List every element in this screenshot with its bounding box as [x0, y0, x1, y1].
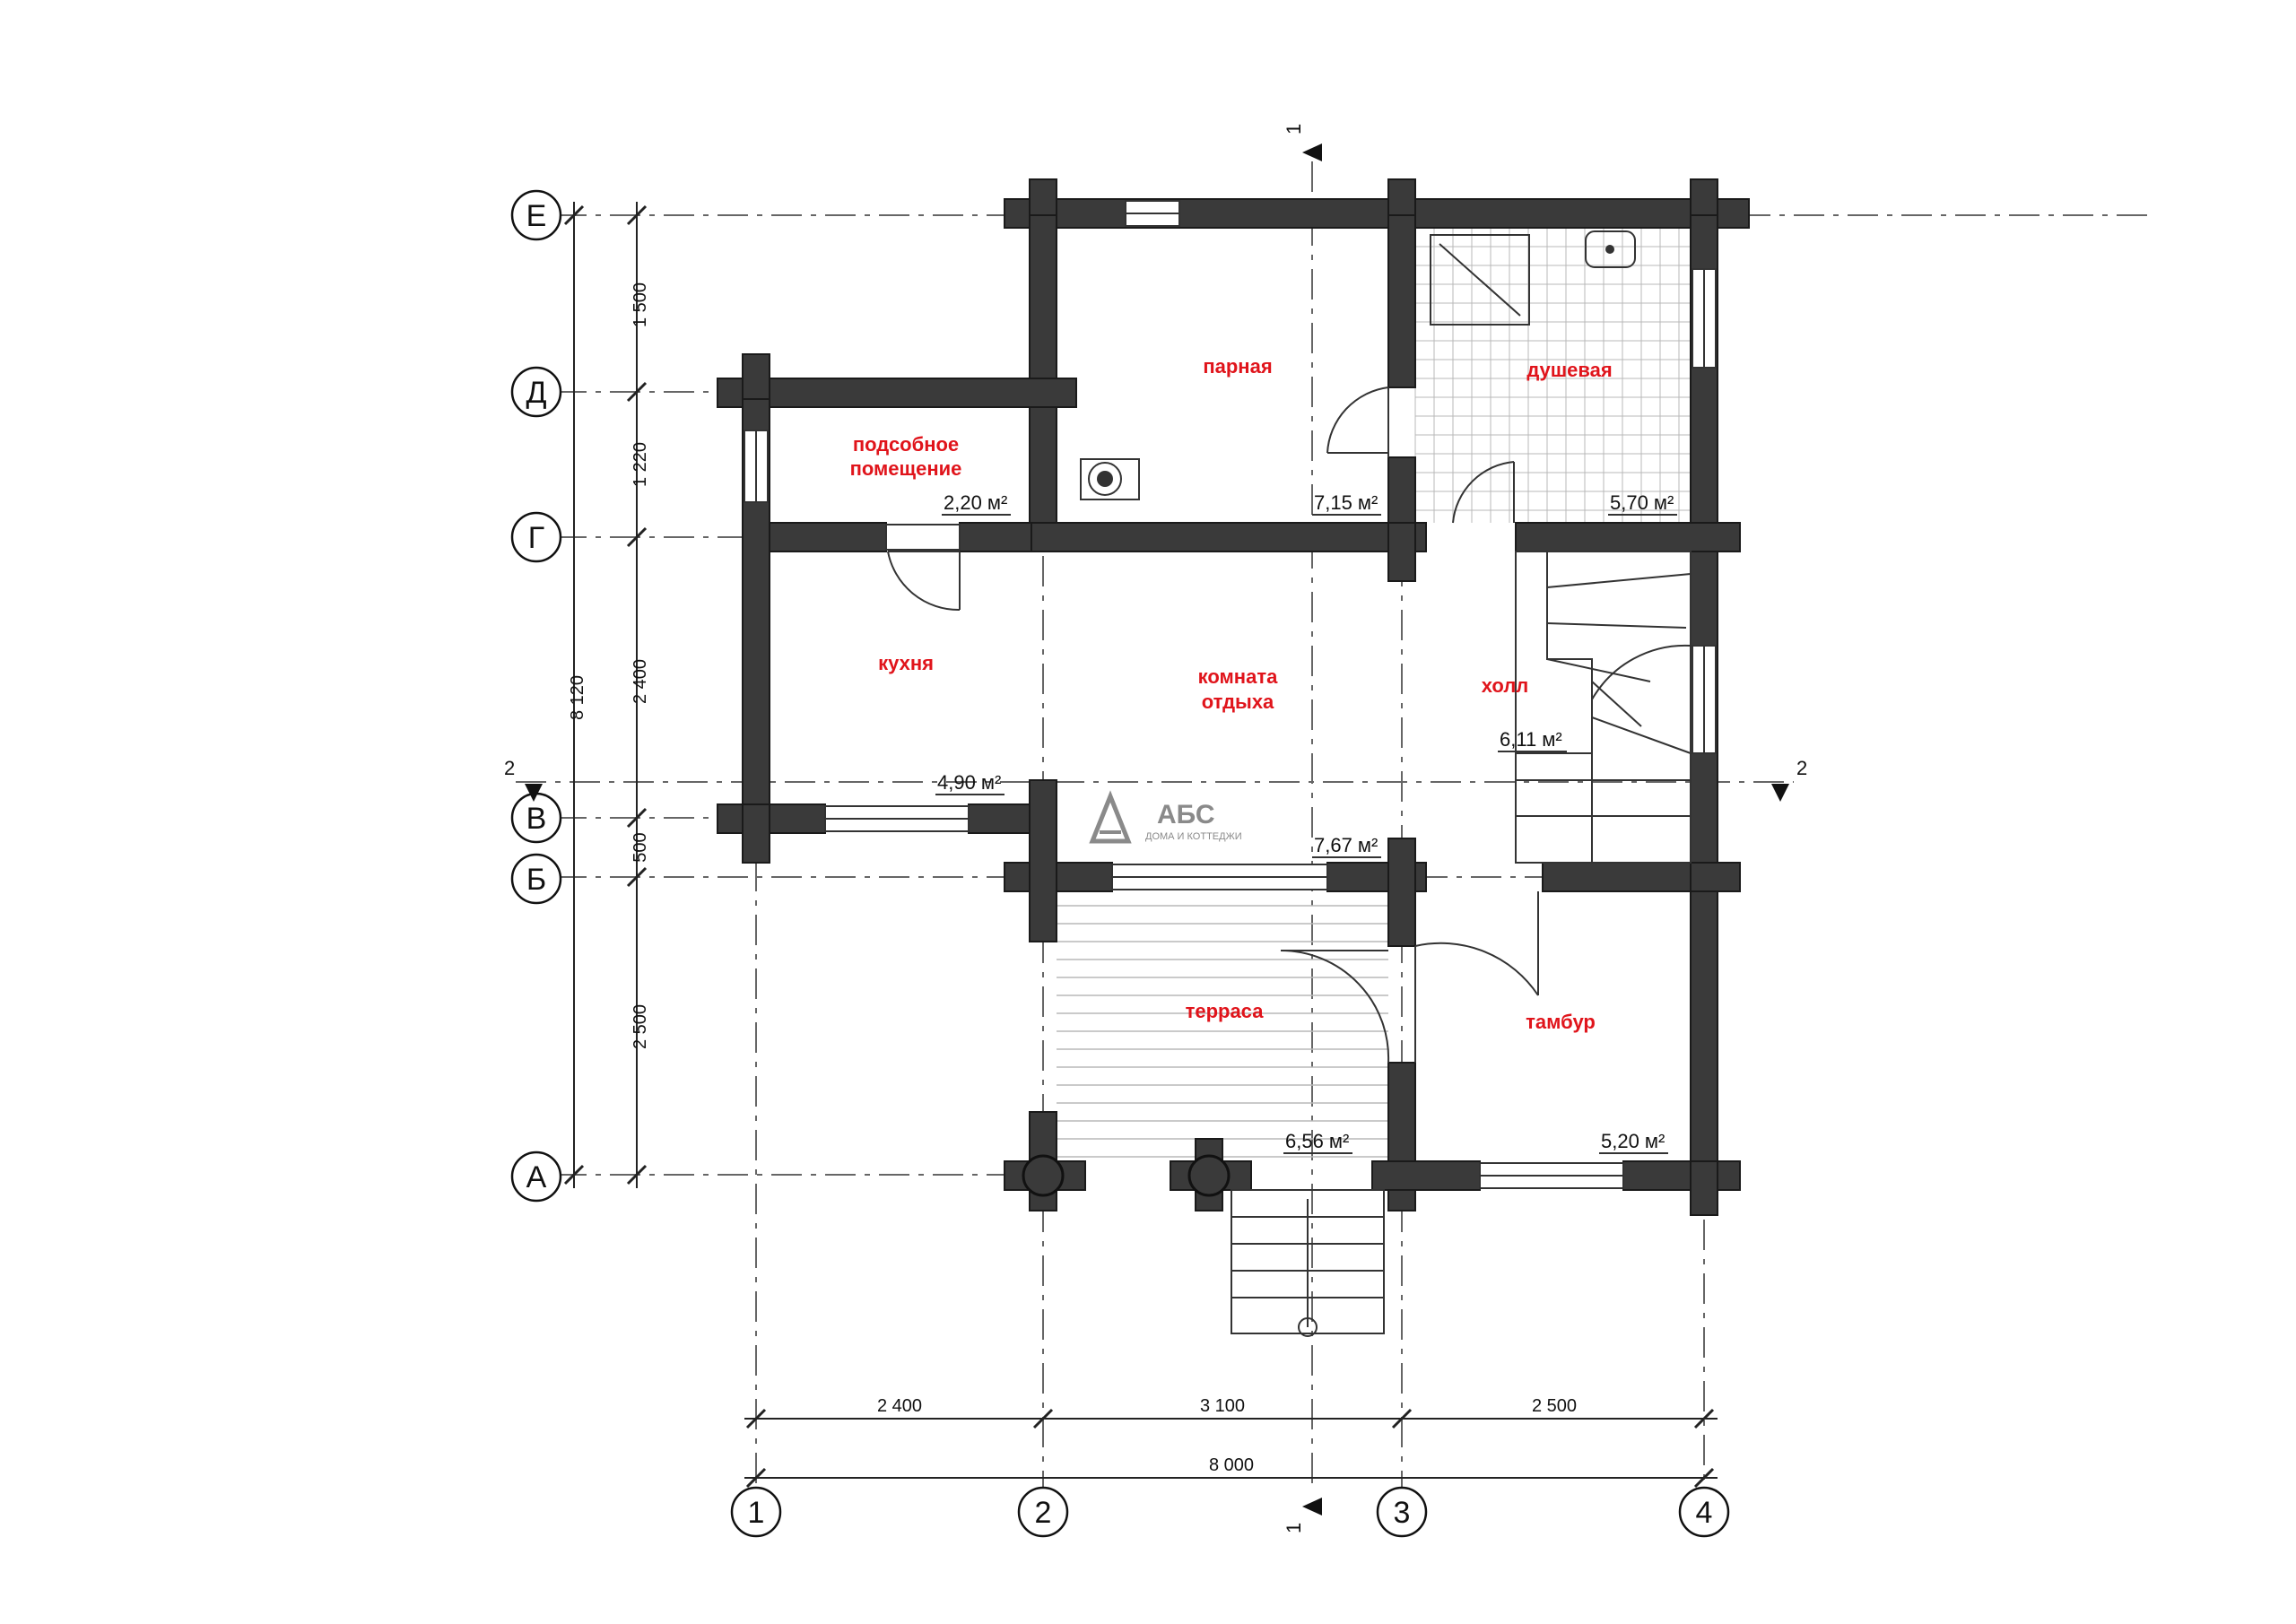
terrace-boards — [1057, 905, 1388, 1158]
room-shower-name: душевая — [1526, 359, 1612, 381]
svg-text:2: 2 — [1796, 757, 1807, 779]
company-logo: АБС ДОМА И КОТТЕДЖИ — [1089, 790, 1242, 844]
axis-bubble-row-a: А — [510, 1151, 562, 1203]
logo-brand: АБС — [1157, 800, 1215, 829]
axis-bubble-col-2: 2 — [1017, 1486, 1069, 1538]
svg-text:3: 3 — [1394, 1496, 1411, 1530]
axis-bubble-col-1: 1 — [730, 1486, 782, 1538]
dim-vertical-5: 2 500 — [631, 1004, 650, 1049]
area-labels: 7,15 м² 5,70 м² 2,20 м² 4,90 м² 7,67 м² … — [935, 491, 1677, 1154]
dim-vertical-4: 500 — [631, 832, 650, 862]
stove-icon — [1080, 458, 1140, 500]
area-lounge: 7,67 м² — [1314, 834, 1378, 856]
room-steam-name: парная — [1203, 355, 1272, 378]
area-shower: 5,70 м² — [1610, 491, 1674, 514]
area-kitchen: 4,90 м² — [937, 771, 1001, 794]
svg-text:2: 2 — [504, 757, 515, 779]
svg-text:Д: Д — [526, 376, 546, 410]
dim-horizontal-3: 2 500 — [1532, 1396, 1577, 1416]
svg-text:2: 2 — [1035, 1496, 1052, 1530]
svg-text:1: 1 — [1283, 1523, 1305, 1533]
dim-horizontal-1: 2 400 — [877, 1396, 922, 1416]
entrance-steps — [1231, 1189, 1385, 1337]
dim-horizontal-total: 8 000 — [1209, 1455, 1254, 1475]
room-labels: парная душевая подсобное помещение кухня… — [850, 355, 1613, 1033]
area-utility: 2,20 м² — [944, 491, 1007, 514]
axis-bubble-row-b: Б — [510, 853, 562, 905]
section-mark-2-right: 2 — [1771, 757, 1807, 802]
section-mark-1-top: 1 — [1283, 124, 1322, 161]
svg-text:В: В — [526, 802, 547, 836]
section-mark-2-left: 2 — [504, 757, 543, 802]
shower-tray — [1430, 234, 1530, 326]
dim-vertical-3: 2 400 — [631, 659, 650, 704]
axis-bubble-row-e: Е — [510, 189, 562, 241]
axis-bubble-row-v: В — [510, 792, 562, 844]
axis-bubble-row-d: Д — [510, 366, 562, 418]
room-terrace-name: терраса — [1186, 1000, 1265, 1022]
area-terrace: 6,56 м² — [1285, 1130, 1349, 1152]
svg-text:А: А — [526, 1160, 547, 1194]
room-vestibule-name: тамбур — [1526, 1011, 1596, 1033]
sink-icon — [1585, 230, 1636, 268]
svg-text:Г: Г — [528, 521, 544, 555]
row-axis-bubbles: Е Д Г В Б А — [510, 189, 562, 1203]
room-lounge-name-2: отдыха — [1202, 690, 1274, 713]
room-hall-name: холл — [1482, 674, 1529, 697]
logo-tagline: ДОМА И КОТТЕДЖИ — [1145, 831, 1242, 842]
axis-bubble-col-3: 3 — [1376, 1486, 1428, 1538]
axis-bubble-row-g: Г — [510, 511, 562, 563]
dim-vertical-1: 1 500 — [631, 282, 650, 327]
dim-horizontal-2: 3 100 — [1200, 1396, 1245, 1416]
room-lounge-name-1: комната — [1198, 665, 1278, 688]
dim-vertical-2: 1 220 — [631, 442, 650, 487]
horizontal-dimensions: 2 400 3 100 2 500 8 000 — [744, 1396, 1718, 1489]
room-utility-name-1: подсобное — [853, 433, 959, 456]
hall-staircase — [1515, 551, 1692, 864]
room-utility-name-2: помещение — [850, 457, 962, 480]
area-steam: 7,15 м² — [1314, 491, 1378, 514]
svg-text:1: 1 — [1283, 124, 1305, 135]
svg-text:4: 4 — [1696, 1496, 1713, 1530]
axis-bubble-col-4: 4 — [1678, 1486, 1730, 1538]
windows — [744, 200, 1717, 1189]
svg-text:Е: Е — [526, 199, 547, 233]
room-kitchen-name: кухня — [878, 652, 934, 674]
vertical-dimensions: 8 120 1 500 1 220 2 400 500 2 500 — [563, 202, 650, 1188]
svg-text:Б: Б — [526, 863, 546, 897]
column-axis-bubbles: 1 2 3 4 — [730, 1486, 1730, 1538]
svg-text:1: 1 — [748, 1496, 765, 1530]
area-vestibule: 5,20 м² — [1601, 1130, 1665, 1152]
area-hall: 6,11 м² — [1500, 728, 1562, 751]
doors — [887, 386, 1539, 1064]
dim-vertical-total: 8 120 — [568, 675, 587, 720]
section-mark-1-bottom: 1 — [1283, 1498, 1322, 1533]
